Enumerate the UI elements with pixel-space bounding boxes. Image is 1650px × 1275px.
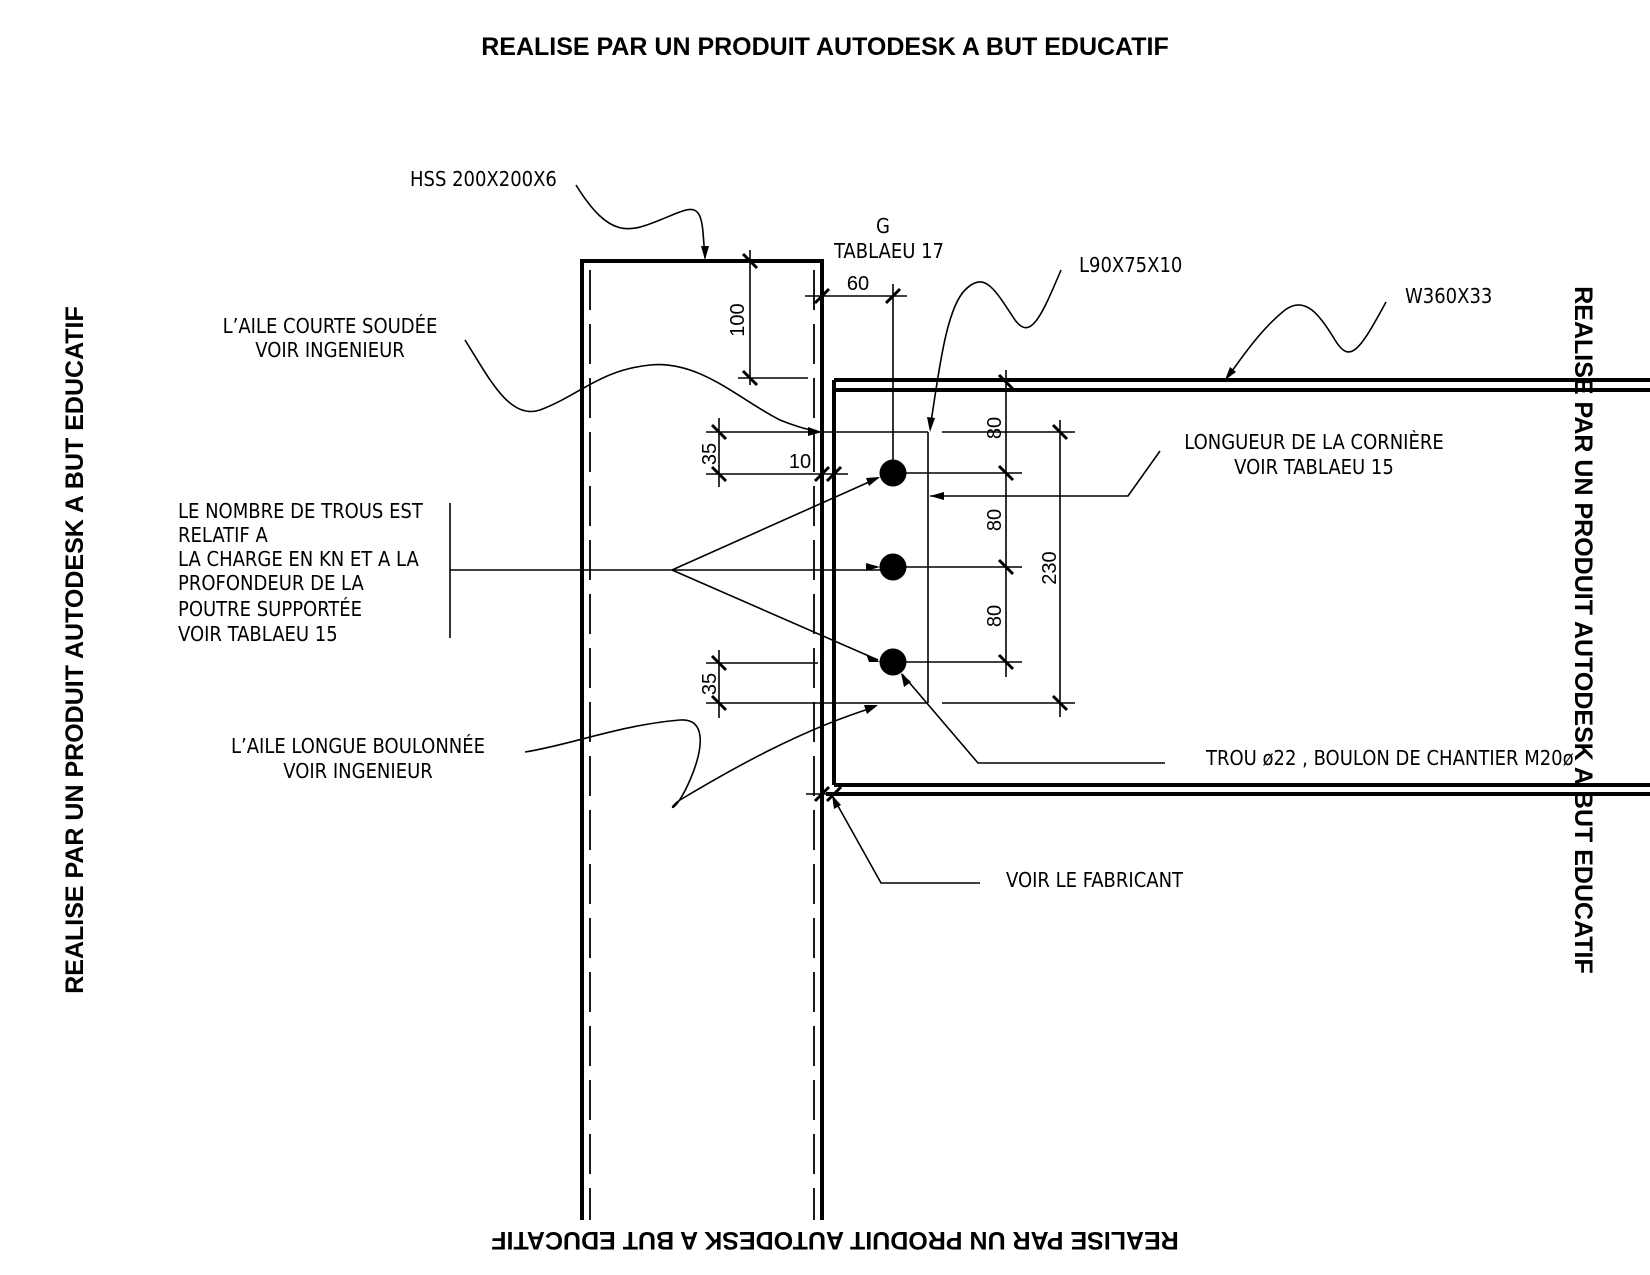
holes-note-line: LA CHARGE EN KN ET A LA	[178, 547, 419, 571]
bolt-hole-1	[879, 459, 907, 487]
watermark-left: REALISE PAR UN PRODUIT AUTODESK A BUT ED…	[61, 306, 89, 994]
dim-edge-bottom: 35	[699, 650, 822, 718]
dim-label-80-top: 80	[984, 417, 1006, 439]
label-short-leg-1: L’AILE COURTE SOUDÉE	[223, 314, 438, 338]
leader-angle-length	[930, 450, 1161, 497]
watermark-bottom: REALISE PAR UN PRODUIT AUTODESK A BUT ED…	[491, 1226, 1179, 1254]
label-column: HSS 200X200X6	[410, 167, 557, 191]
label-weld-ref-2: TABLAEU 17	[833, 239, 944, 263]
dim-label-35-bottom: 35	[699, 673, 721, 695]
dim-edge-top: 35 10	[699, 418, 848, 487]
leader-holes-top	[671, 477, 879, 571]
label-long-leg-2: VOIR INGENIEUR	[283, 759, 433, 783]
dim-pitch: 80 80 80	[905, 370, 1075, 677]
dim-label-35-top: 35	[699, 443, 721, 465]
leader-fabricator	[832, 796, 980, 884]
holes-note-line: LE NOMBRE DE TROUS EST	[178, 499, 424, 523]
holes-note-line: VOIR TABLAEU 15	[178, 622, 338, 646]
dim-gauge: 60	[805, 273, 907, 460]
leaders	[449, 184, 1387, 884]
leader-long-leg	[524, 706, 876, 809]
column-outline	[580, 259, 824, 1220]
dim-angle-length: 230	[942, 420, 1075, 717]
holes-note-line: RELATIF A	[178, 523, 268, 547]
holes-note-line: POUTRE SUPPORTÉE	[178, 597, 362, 621]
label-long-leg-1: L’AILE LONGUE BOULONNÉE	[231, 734, 485, 758]
label-beam: W360X33	[1405, 284, 1492, 308]
watermark-top: REALISE PAR UN PRODUIT AUTODESK A BUT ED…	[481, 33, 1169, 61]
dim-label-60: 60	[847, 273, 869, 295]
leader-bolt	[901, 673, 1165, 764]
leader-holes-bottom	[671, 569, 879, 661]
dim-label-10: 10	[789, 451, 811, 473]
bolt-group	[879, 459, 907, 676]
holes-note-line: PROFONDEUR DE LA	[178, 571, 365, 595]
dim-label-80-2: 80	[984, 605, 1006, 627]
bolt-hole-2	[879, 553, 907, 581]
w-beam	[826, 378, 1650, 796]
leader-beam	[1226, 301, 1387, 379]
hss-column	[580, 259, 824, 1220]
dim-label-230: 230	[1039, 551, 1061, 584]
watermark-right: REALISE PAR UN PRODUIT AUTODESK A BUT ED…	[1569, 286, 1597, 974]
bolt-hole-3	[879, 648, 907, 676]
label-angle-length-2: VOIR TABLAEU 15	[1234, 455, 1394, 479]
dim-label-100: 100	[727, 303, 749, 336]
leader-short-leg	[464, 339, 821, 433]
holes-note: LE NOMBRE DE TROUS EST RELATIF A LA CHAR…	[178, 499, 424, 646]
label-short-leg-2: VOIR INGENIEUR	[255, 338, 405, 362]
label-angle-length-1: LONGUEUR DE LA CORNIÈRE	[1184, 430, 1443, 454]
label-weld-ref-1: G	[876, 214, 890, 238]
label-angle: L90X75X10	[1079, 253, 1182, 277]
leader-hss	[575, 184, 706, 259]
dim-label-80-1: 80	[984, 509, 1006, 531]
leader-angle	[929, 269, 1062, 429]
label-bolt-note: TROU ø22 , BOULON DE CHANTIER M20ø	[1205, 746, 1574, 770]
dim-top-offset: 100	[727, 250, 808, 387]
label-fabricator: VOIR LE FABRICANT	[1006, 868, 1184, 892]
